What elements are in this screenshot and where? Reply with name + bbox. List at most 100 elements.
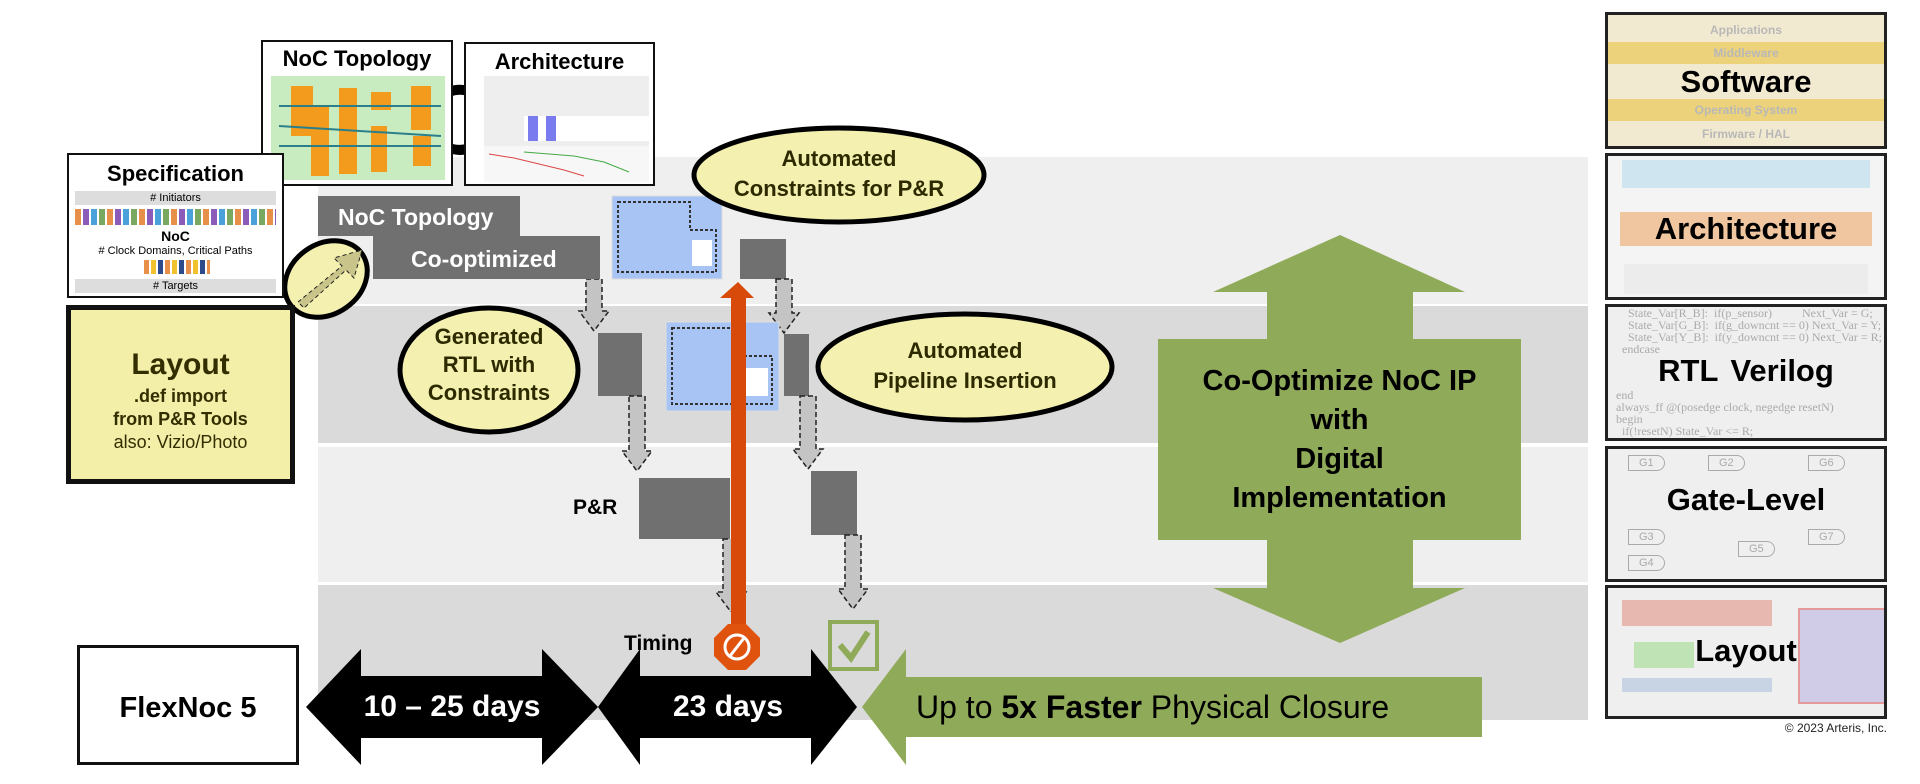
dashed-flow-arrow	[791, 395, 825, 471]
layout-title: Layout	[131, 348, 230, 381]
co-optimize-line: Co-Optimize NoC IP	[1202, 365, 1477, 397]
duration-arrow-2	[598, 649, 857, 765]
co-optimize-line: with	[1310, 404, 1369, 436]
generated-rtl-line: RTL with	[442, 352, 536, 377]
layout-faded-cell	[1622, 600, 1772, 626]
co-optimize-text: Co-Optimize NoC IP with Digital Implemen…	[1158, 362, 1521, 518]
automated-pipeline-line: Pipeline Insertion	[873, 368, 1057, 393]
claim-bold: 5x Faster	[1001, 689, 1142, 725]
faster-closure-arrow	[862, 649, 1482, 765]
automated-constraints-line: Automated	[781, 146, 897, 171]
software-title: Software	[1680, 64, 1812, 99]
co-optimized-stage-label: Co-optimized	[373, 236, 600, 279]
layout-faded-cell	[1622, 678, 1772, 692]
gate-label: G3	[1628, 529, 1665, 545]
gate-label: G5	[1738, 541, 1775, 557]
duration-arrow-1	[306, 649, 598, 765]
gate-label: G2	[1708, 455, 1745, 471]
floorplan-image	[611, 195, 723, 280]
layer-middleware: Middleware	[1713, 46, 1779, 60]
checkbox-checked-icon	[828, 620, 879, 671]
target-bars	[144, 260, 210, 274]
generated-rtl-bubble	[397, 305, 581, 435]
dashed-flow-arrow	[577, 278, 611, 333]
code-line: State_Var[Y_B]: if(y_downcnt == 0) Next_…	[1616, 330, 1882, 344]
layer-operating-system: Operating System	[1694, 103, 1798, 117]
layer-applications: Applications	[1709, 23, 1782, 37]
duration-1-label: 10 – 25 days	[363, 690, 541, 723]
generated-rtl-line: Generated	[434, 324, 544, 349]
claim-prefix: Up to	[916, 689, 1002, 725]
architecture-diagram-faded	[1620, 212, 1872, 246]
generated-rtl-text: Generated RTL with Constraints	[400, 323, 578, 407]
dashed-flow-arrow	[767, 278, 801, 335]
stack-architecture: Architecture	[1605, 153, 1887, 300]
gate-label: G6	[1808, 455, 1845, 471]
software-layer-band	[1608, 42, 1884, 64]
architecture-title: Architecture	[1654, 211, 1838, 246]
gray-block	[811, 471, 857, 535]
gray-block	[740, 239, 786, 279]
initiators-label: # Initiators	[75, 191, 276, 205]
automated-pipeline-line: Automated	[907, 338, 1023, 363]
noc-topology-stage-label: NoC Topology	[318, 196, 520, 236]
layer-firmware: Firmware / HAL	[1701, 127, 1791, 141]
pr-block	[639, 478, 730, 539]
architecture-thumbnail	[484, 76, 649, 182]
stack-gate-level: G1 G2 G6 Gate-Level G3 G5 G7 G4	[1605, 446, 1887, 582]
code-line: begin	[1616, 412, 1643, 426]
gray-block	[784, 334, 809, 396]
link-arrow	[297, 249, 363, 309]
co-optimize-line: Digital	[1295, 443, 1384, 475]
rtl-title-1: RTL	[1658, 353, 1719, 388]
architecture-card-title: Architecture	[494, 49, 625, 74]
code-line: always_ff @(posedge clock, negedge reset…	[1616, 400, 1834, 414]
automated-pipeline-text: Automated Pipeline Insertion	[820, 336, 1110, 396]
gate-label: G4	[1628, 555, 1665, 571]
code-line: State_Var[G_B]: if(g_downcnt == 0) Next_…	[1616, 318, 1882, 332]
generated-rtl-line: Constraints	[427, 380, 551, 405]
stack-rtl: State_Var[R_B]: if(p_sensor) Next_Var = …	[1605, 304, 1887, 441]
architecture-card: Architecture	[464, 42, 655, 186]
rtl-title-2: Verilog	[1730, 353, 1834, 388]
architecture-diagram-faded	[1624, 264, 1868, 294]
layout-faded-cell	[1634, 642, 1694, 668]
code-line: end	[1616, 388, 1634, 402]
layout-line-1: .def import	[134, 386, 227, 406]
timing-label: Timing	[624, 632, 693, 655]
specification-title: Specification	[107, 161, 244, 186]
stop-sign-icon	[714, 624, 760, 670]
targets-label: # Targets	[75, 279, 276, 293]
gray-block	[598, 333, 642, 396]
code-line: endcase	[1616, 342, 1660, 356]
co-optimize-line: Implementation	[1232, 482, 1447, 514]
layout-line-3: also: Vizio/Photo	[113, 432, 248, 452]
gate-level-title: Gate-Level	[1666, 482, 1826, 517]
automated-constraints-line: Constraints for P&R	[733, 176, 945, 201]
stack-software: Applications Middleware Operating System…	[1605, 12, 1887, 149]
faster-closure-label: Up to 5x Faster Physical Closure	[916, 689, 1389, 726]
noc-topology-thumbnail	[271, 76, 445, 180]
specification-card: Specification # Initiators NoC # Clock D…	[67, 153, 284, 298]
automated-constraints-text: Automated Constraints for P&R	[700, 144, 978, 204]
stack-layout: Layout	[1605, 585, 1887, 719]
pr-label: P&R	[573, 496, 618, 519]
automated-constraints-bubble	[691, 125, 987, 225]
automated-pipeline-bubble	[815, 311, 1115, 423]
gate-label: G1	[1628, 455, 1665, 471]
layout-stack-title: Layout	[1695, 633, 1797, 668]
initiator-bars	[75, 209, 276, 225]
co-optimize-double-arrow	[1158, 235, 1521, 643]
noc-label: NoC	[161, 228, 190, 244]
rtl-title-row: RTL Verilog	[1608, 355, 1884, 387]
flexnoc-product-box: FlexNoc 5	[77, 645, 299, 765]
clock-domains-label: # Clock Domains, Critical Paths	[98, 245, 253, 257]
layout-line-2: from P&R Tools	[113, 409, 248, 429]
dashed-flow-arrow	[836, 534, 870, 611]
flexnoc-product-label: FlexNoc 5	[119, 692, 257, 724]
architecture-diagram-faded	[1622, 160, 1870, 188]
timing-feedback-arrow	[720, 282, 754, 625]
dashed-flow-arrow	[620, 395, 654, 473]
noc-topology-card-title: NoC Topology	[282, 46, 432, 71]
